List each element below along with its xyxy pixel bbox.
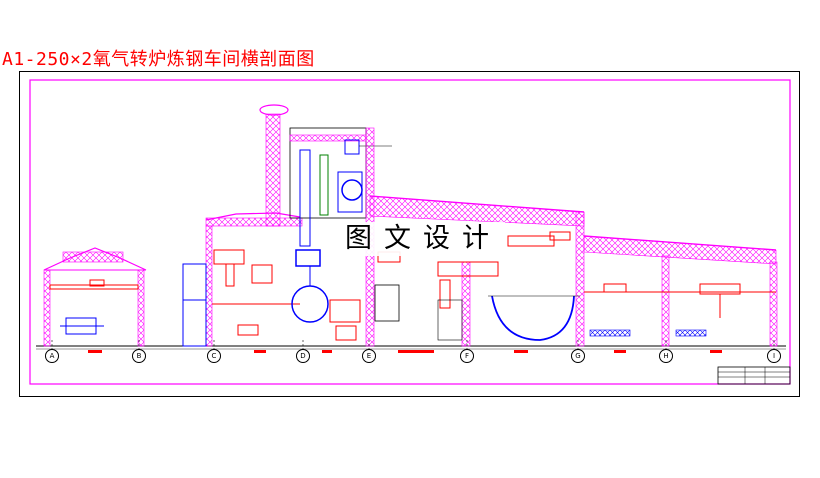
grid-axis-e: E bbox=[362, 349, 376, 363]
bay-tags bbox=[88, 350, 722, 353]
drawing-sheet bbox=[19, 71, 800, 397]
watermark: 图文设计 bbox=[337, 222, 505, 256]
page-title: A1-250×2氧气转炉炼钢车间横剖面图 bbox=[2, 49, 315, 70]
bay-c-e bbox=[182, 212, 303, 347]
grid-axis-h: H bbox=[659, 349, 673, 363]
grid-axis-f: F bbox=[460, 349, 474, 363]
grid-axis-d: D bbox=[296, 349, 310, 363]
bay-a-b bbox=[43, 247, 147, 347]
grid-axis-c: C bbox=[207, 349, 221, 363]
grid-axis-g: G bbox=[571, 349, 585, 363]
grid-axis-i: I bbox=[767, 349, 781, 363]
grid-axis-b: B bbox=[132, 349, 146, 363]
inner-frame bbox=[29, 79, 791, 385]
bay-g-i bbox=[583, 235, 778, 347]
bay-e-g bbox=[369, 195, 585, 347]
grid-axis-a: A bbox=[45, 349, 59, 363]
title-block bbox=[717, 366, 791, 385]
